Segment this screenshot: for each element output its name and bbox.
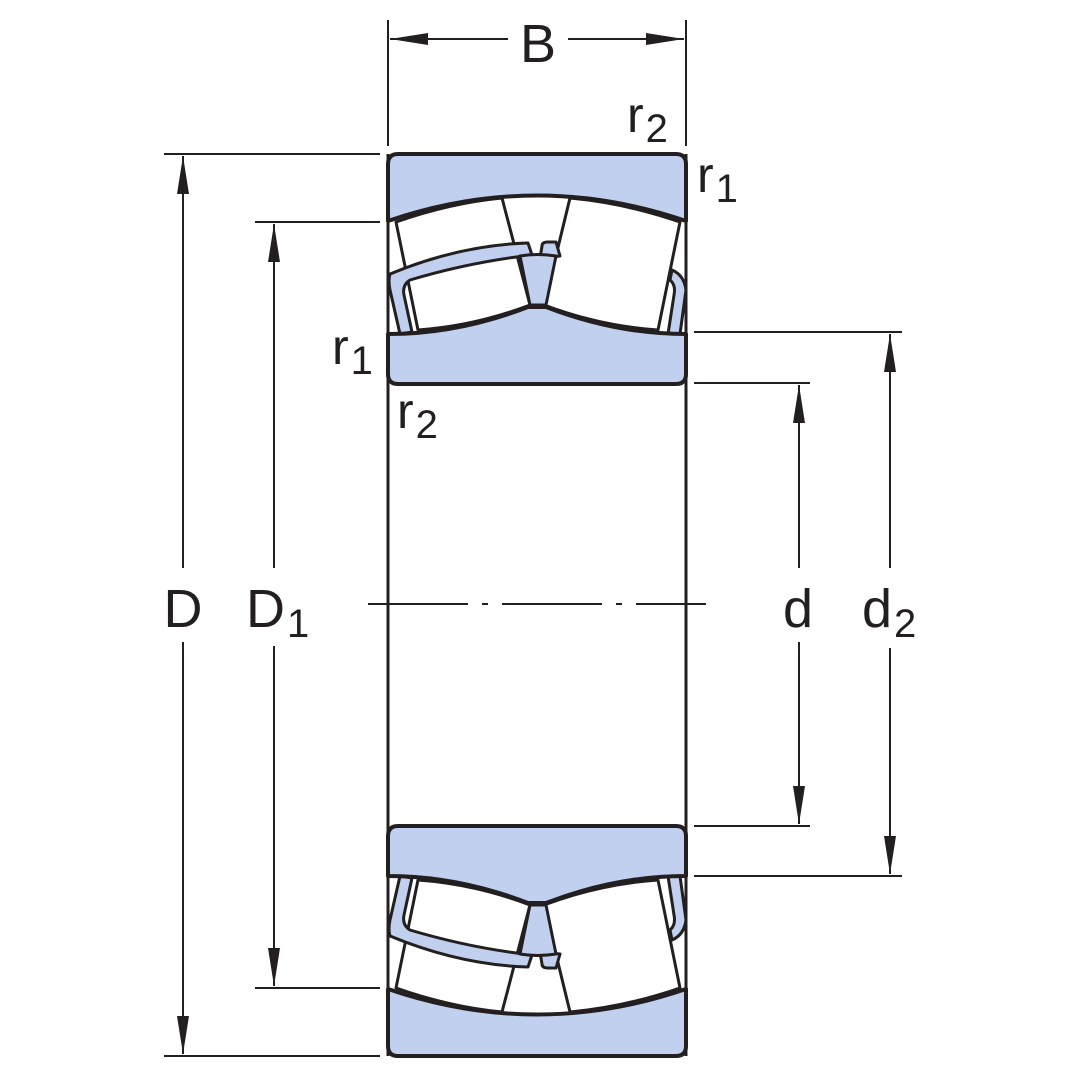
label-d: d	[783, 579, 813, 639]
bearing-top-section	[386, 152, 688, 386]
dimension-D: D	[164, 153, 380, 1057]
label-r1-left: r1	[332, 319, 373, 383]
dimension-B: B	[387, 14, 687, 146]
label-r1-top: r1	[697, 147, 738, 211]
label-D: D	[164, 579, 203, 639]
bearing-bottom-section	[386, 824, 688, 1058]
label-d2: d2	[862, 579, 916, 646]
label-B: B	[520, 14, 556, 74]
label-D1: D1	[246, 579, 309, 646]
dimension-d: d	[694, 382, 813, 827]
label-r2-top: r2	[627, 87, 668, 151]
label-r2-left: r2	[397, 383, 438, 447]
dimension-d2: d2	[694, 331, 916, 877]
dimension-D1: D1	[246, 221, 380, 989]
